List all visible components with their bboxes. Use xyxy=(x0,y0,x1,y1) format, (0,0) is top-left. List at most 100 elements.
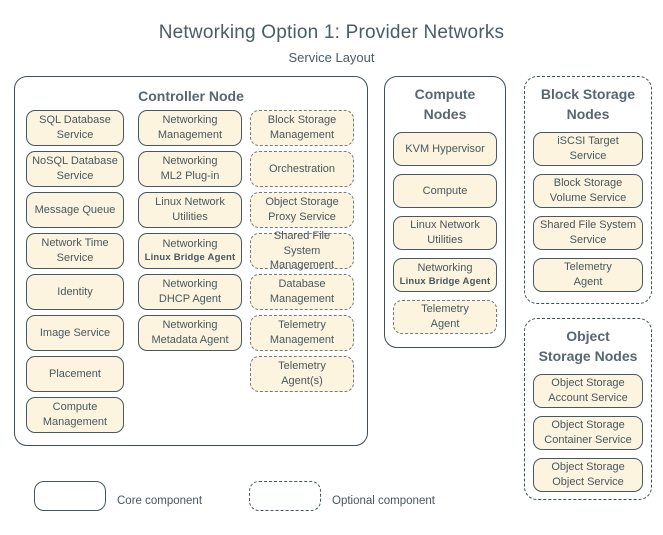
legend-core-label: Core component xyxy=(117,495,203,507)
service-box-label-line1: Network Time xyxy=(41,237,109,250)
object-storage-nodes-title: Object Storage Nodes xyxy=(524,326,652,367)
service-box-label-line2: Management xyxy=(269,334,335,346)
service-box-label-line1: Image Service xyxy=(39,326,111,339)
service-box-label-line2: Service xyxy=(56,252,94,264)
service-box-label-line1: Linux Network xyxy=(155,196,225,209)
service-box-label-line2: Agent(s) xyxy=(281,375,323,387)
service-box-label-line1: Object Storage xyxy=(551,461,625,474)
compute-nodes-title: Compute Nodes xyxy=(384,84,506,125)
controller-service-c3-2[interactable]: Orchestration xyxy=(250,151,354,187)
service-box-label-line2: Service xyxy=(56,129,94,141)
service-box-label-line2: Proxy Service xyxy=(268,211,336,223)
service-box-label-line2: Linux Bridge Agent xyxy=(144,251,236,263)
legend-core-swatch xyxy=(34,481,106,511)
service-box-label-line1: Message Queue xyxy=(34,203,116,216)
block-storage-title-line1: Block Storage xyxy=(540,86,636,102)
service-box-label-line1: Block Storage xyxy=(267,114,337,127)
service-box-label-line1: Placement xyxy=(49,367,101,380)
service-box-label-line1: Object Storage xyxy=(265,196,339,209)
service-box-label-line2: Management xyxy=(269,129,335,141)
service-box-label-line2: Service xyxy=(56,170,94,182)
service-box-label-line1: Networking xyxy=(162,238,218,251)
controller-service-c1-5[interactable]: Identity xyxy=(26,274,124,310)
service-box-label-line1: Telemetry xyxy=(564,261,612,274)
service-box-label-line2: Management xyxy=(269,259,335,272)
service-box-label-line1: Compute xyxy=(422,184,468,197)
service-box-label-line1: Telemetry xyxy=(278,360,326,373)
service-box-label-line1: Object Storage xyxy=(551,377,625,390)
service-box-label-line1: Telemetry xyxy=(278,319,326,332)
service-box-label-line1: Shared File System xyxy=(540,219,636,232)
service-box-label-line1: Networking xyxy=(162,319,218,332)
service-box-label-line2: DHCP Agent xyxy=(158,293,222,305)
controller-service-c1-6[interactable]: Image Service xyxy=(26,315,124,351)
block-storage-nodes-panel xyxy=(524,76,652,304)
compute-service-2[interactable]: Compute xyxy=(393,174,497,208)
service-box-label-line1: Database xyxy=(278,278,326,291)
block-storage-nodes-title: Block Storage Nodes xyxy=(524,84,652,125)
controller-service-c1-7[interactable]: Placement xyxy=(26,356,124,392)
service-box-label-line1: Linux Network xyxy=(410,219,480,232)
service-box-label-line2: Account Service xyxy=(548,392,628,404)
page-subtitle: Service Layout xyxy=(288,50,375,65)
service-box-label-line2: Object Service xyxy=(552,476,624,488)
service-box-label-line1: iSCSI Target xyxy=(557,135,619,148)
service-box-label-line1: Telemetry xyxy=(421,303,469,316)
service-box-label-line2: Management xyxy=(269,293,335,305)
compute-nodes-title-line2: Nodes xyxy=(423,106,467,123)
service-box-label-line1: Orchestration xyxy=(268,162,336,175)
service-box-label-line2: Agent xyxy=(430,318,460,330)
service-box-label-line2: Utilities xyxy=(427,234,463,246)
service-box-label-line2: Management xyxy=(42,416,108,428)
legend-optional-swatch xyxy=(249,481,321,511)
service-box-label-line1: Identity xyxy=(57,285,93,298)
compute-nodes-title-line1: Compute xyxy=(414,86,476,102)
service-box-label-line1: Networking xyxy=(162,114,218,127)
service-box-label-line1: Compute xyxy=(52,401,98,414)
service-box-label-line1: Networking xyxy=(417,262,473,275)
controller-node-title: Controller Node xyxy=(138,88,244,104)
compute-nodes-panel xyxy=(384,76,506,348)
service-box-label-line2: Linux Bridge Agent xyxy=(399,275,491,287)
service-box-label-line2: Utilities xyxy=(172,211,208,223)
service-box-label-line1: Networking xyxy=(162,278,218,291)
object-storage-title-line2: Storage Nodes xyxy=(538,348,638,365)
controller-service-c1-3[interactable]: Message Queue xyxy=(26,192,124,228)
compute-service-1[interactable]: KVM Hypervisor xyxy=(393,132,497,166)
service-box-label-line2: Container Service xyxy=(544,434,632,446)
service-box-label-line1: Object Storage xyxy=(551,419,625,432)
service-box-label-line1: Block Storage xyxy=(553,177,623,190)
service-box-label-line1: Networking xyxy=(162,155,218,168)
service-box-label-line1: NoSQL Database xyxy=(32,155,118,168)
controller-node-panel xyxy=(14,76,368,446)
page-title: Networking Option 1: Provider Networks xyxy=(158,22,505,43)
service-box-label-line2: Agent xyxy=(573,276,603,288)
service-box-label-line1: KVM Hypervisor xyxy=(405,142,485,155)
